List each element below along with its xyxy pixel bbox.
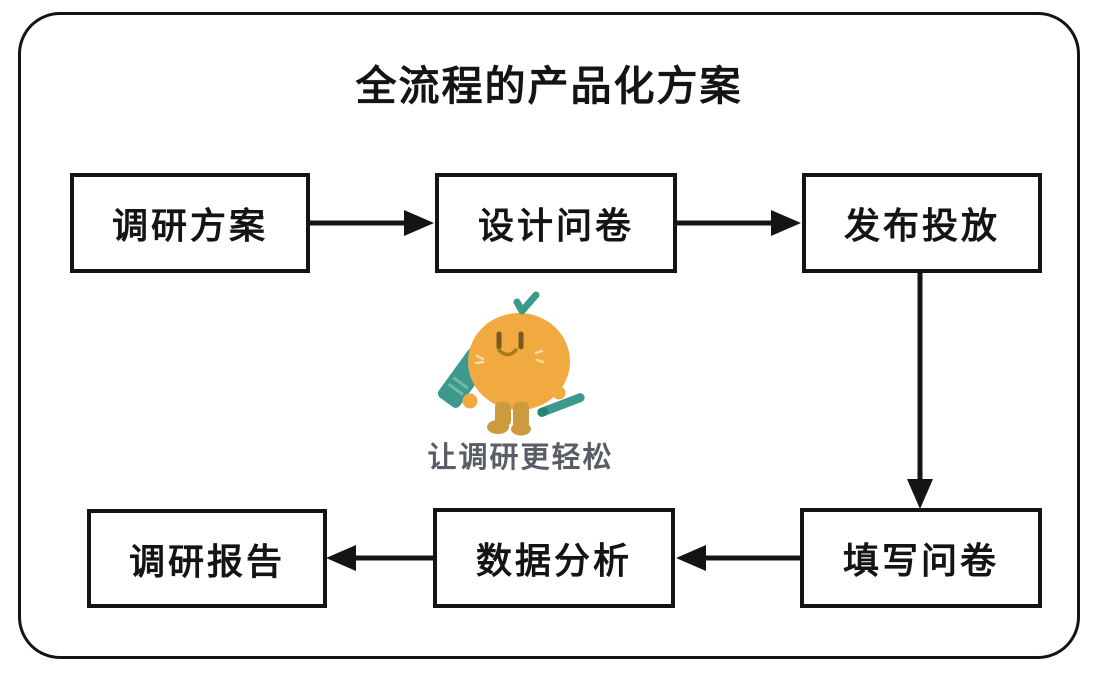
- node-label: 填写问卷: [842, 540, 999, 581]
- node-label: 设计问卷: [477, 205, 634, 246]
- flow-node-publish-distribute: 发布投放: [802, 173, 1042, 273]
- mascot-body: [468, 313, 570, 410]
- flow-node-fill-questionnaire: 填写问卷: [800, 508, 1042, 608]
- mascot-tagline: 让调研更轻松: [427, 442, 614, 474]
- node-label: 调研报告: [128, 540, 285, 582]
- diagram-title: 全流程的产品化方案: [355, 63, 743, 109]
- flow-node-data-analysis: 数据分析: [433, 508, 675, 608]
- mascot-icon: [437, 291, 585, 436]
- mascot-sprout: [513, 291, 540, 315]
- node-label: 发布投放: [843, 205, 1000, 246]
- diagram-border: [18, 12, 1080, 659]
- flow-node-research-report: 调研报告: [87, 509, 327, 608]
- mascot-boots: [487, 402, 531, 436]
- mascot-pencil: [537, 393, 585, 417]
- mascot-left-hand: [462, 393, 478, 409]
- node-label: 调研方案: [111, 205, 268, 246]
- flow-node-research-plan: 调研方案: [70, 173, 310, 273]
- node-label: 数据分析: [475, 540, 632, 581]
- mascot-right-hand: [552, 386, 566, 400]
- mascot-face: [474, 331, 545, 365]
- flow-node-design-questionnaire: 设计问卷: [435, 173, 677, 273]
